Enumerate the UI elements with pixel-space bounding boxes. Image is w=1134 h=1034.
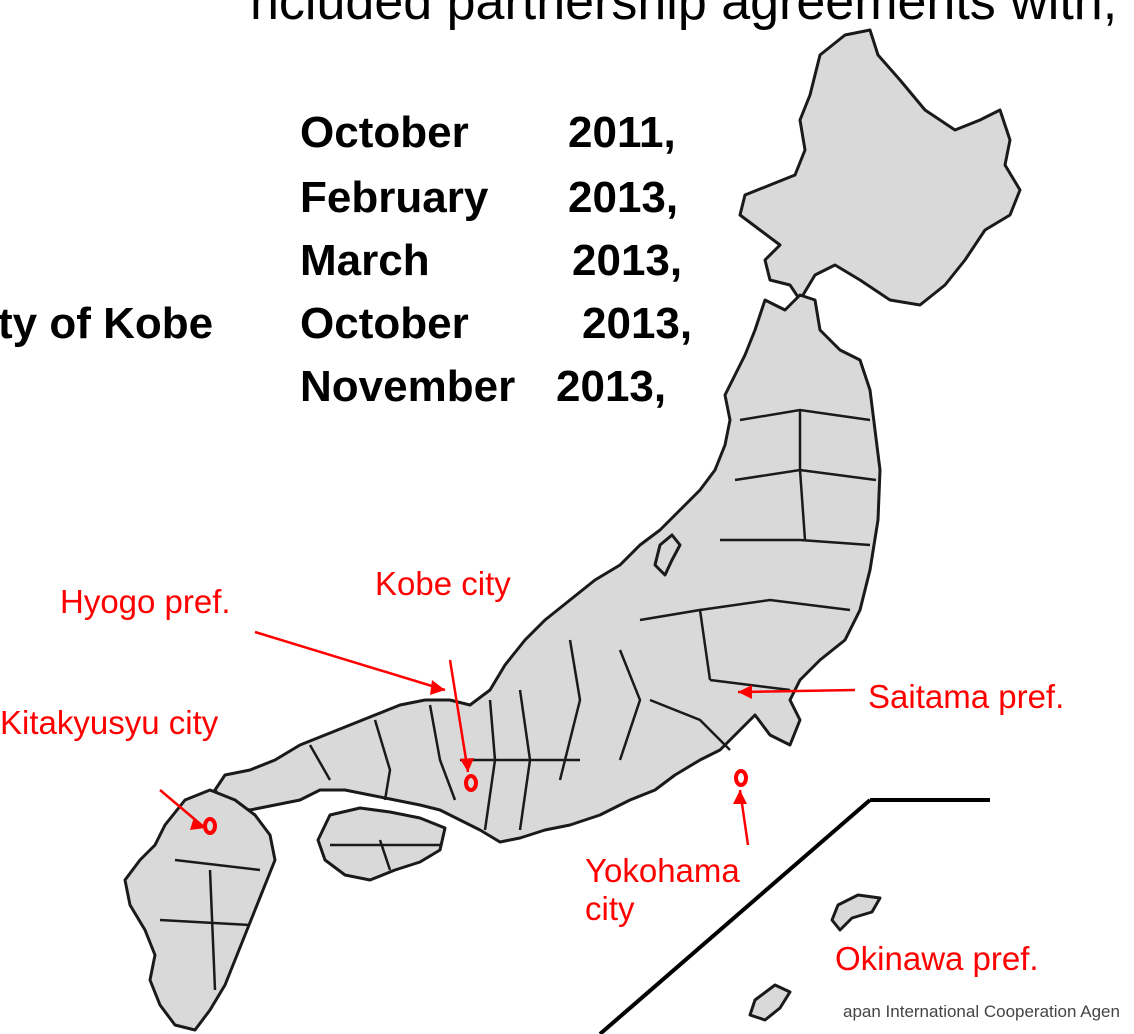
honshu-island: [213, 293, 882, 844]
agreement-date-4: October 2013,: [300, 299, 692, 349]
prefecture-borders: [159, 408, 877, 991]
agreement-date-1: October 2011,: [300, 108, 676, 158]
agreement-heading: ncluded partnership agreements with,: [250, 0, 1118, 31]
label-hyogo-pref: Hyogo pref.: [60, 583, 231, 620]
agreement-date-3: March 2013,: [300, 236, 682, 286]
agreement-year: 2013,: [572, 236, 683, 285]
footer-organization: apan International Cooperation Agen: [843, 1002, 1120, 1021]
agreement-year: 2013,: [568, 173, 679, 222]
label-okinawa-pref: Okinawa pref.: [835, 940, 1039, 977]
agreement-year: 2013,: [582, 299, 693, 348]
okinawa-separator: [598, 798, 990, 1034]
agreement-year: 2011,: [568, 108, 676, 157]
label-yokohama-city: Yokohama city: [585, 852, 740, 927]
sado-island: [653, 533, 682, 577]
kobe-marker: [464, 774, 478, 792]
okinawa-island: [830, 893, 882, 932]
agreement-year: 2013,: [556, 362, 667, 411]
label-saitama-pref: Saitama pref.: [868, 678, 1065, 715]
kitakyusyu-marker: [203, 817, 217, 835]
yokohama-marker: [734, 769, 748, 787]
label-kobe-city: Kobe city: [375, 565, 511, 602]
agreement-date-2: February 2013,: [300, 173, 678, 223]
arrow-heads: [190, 680, 752, 830]
hokkaido-island: [738, 28, 1022, 307]
agreement-month: February: [300, 173, 489, 222]
map-land: [123, 28, 1022, 1032]
okinawa-small-island: [748, 983, 792, 1022]
kyushu-island: [123, 788, 277, 1032]
agreement-month: November: [300, 362, 516, 411]
partner-city-of-kobe: ty of Kobe: [0, 299, 214, 348]
agreement-date-5: November 2013,: [300, 362, 666, 412]
agreement-month: March: [300, 236, 430, 285]
agreement-month: October: [300, 108, 469, 157]
city-markers: [203, 769, 748, 835]
label-kitakyusyu-city: Kitakyusyu city: [0, 704, 219, 741]
agreement-month: October: [300, 299, 469, 348]
